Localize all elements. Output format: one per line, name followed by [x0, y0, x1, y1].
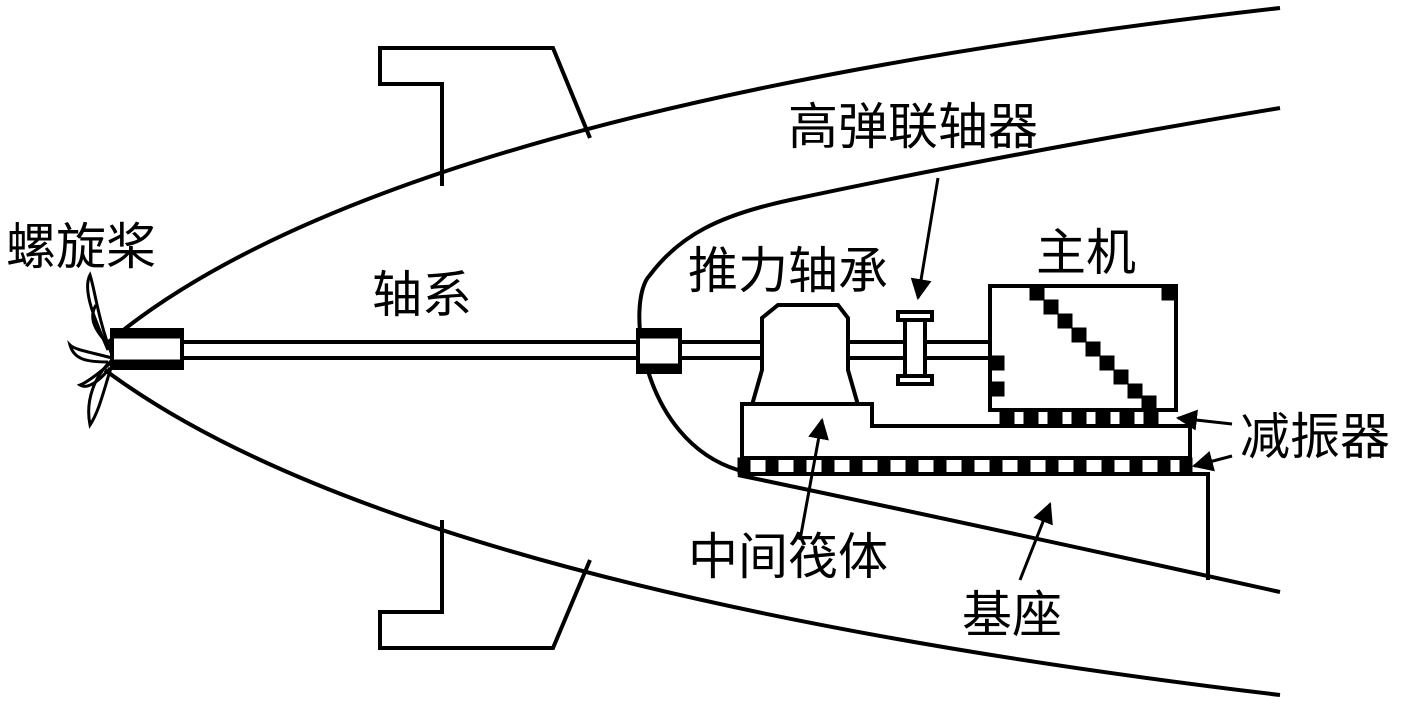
- high-elastic-coupling-body: [903, 316, 927, 380]
- label-intermediate-raft: 中间筏体: [688, 528, 888, 586]
- upper-isolator-row: [999, 409, 1159, 427]
- arrow-foundation: [1018, 502, 1053, 581]
- bulkhead-seal-band-bottom: [637, 363, 681, 373]
- stern-tube-band-bottom: [111, 359, 183, 369]
- label-propeller: 螺旋桨: [6, 218, 156, 276]
- label-high-elastic-coupling: 高弹联轴器: [788, 98, 1038, 156]
- bulkhead-seal-band-top: [637, 329, 681, 339]
- label-shafting: 轴系: [372, 266, 472, 324]
- thrust-bearing: [749, 303, 861, 407]
- label-thrust-bearing: 推力轴承: [688, 242, 888, 300]
- hull-outer-lower: [103, 368, 1281, 697]
- coupling-flange-bottom: [896, 374, 934, 386]
- lower-isolator-row: [737, 457, 1193, 475]
- arrow-lower-isolator: [1191, 451, 1233, 472]
- upper-fin: [378, 46, 592, 186]
- label-foundation: 基座: [962, 586, 1062, 644]
- hull-inner-lower: [737, 473, 1281, 594]
- lower-fin: [378, 520, 592, 650]
- propeller-icon: [67, 271, 114, 429]
- foundation: [738, 472, 1210, 580]
- label-vibration-isolator: 减振器: [1240, 408, 1390, 466]
- stern-tube-band-top: [111, 329, 183, 339]
- arrow-coupling: [910, 177, 940, 301]
- coupling-flange-top: [896, 310, 934, 322]
- label-main-engine: 主机: [1036, 224, 1136, 282]
- main-engine: [988, 284, 1178, 412]
- main-engine-hatch: [989, 285, 1177, 411]
- arrow-intermediate-raft: [798, 417, 829, 541]
- arrow-upper-isolator: [1175, 409, 1233, 431]
- hull-outer-upper: [103, 6, 1281, 347]
